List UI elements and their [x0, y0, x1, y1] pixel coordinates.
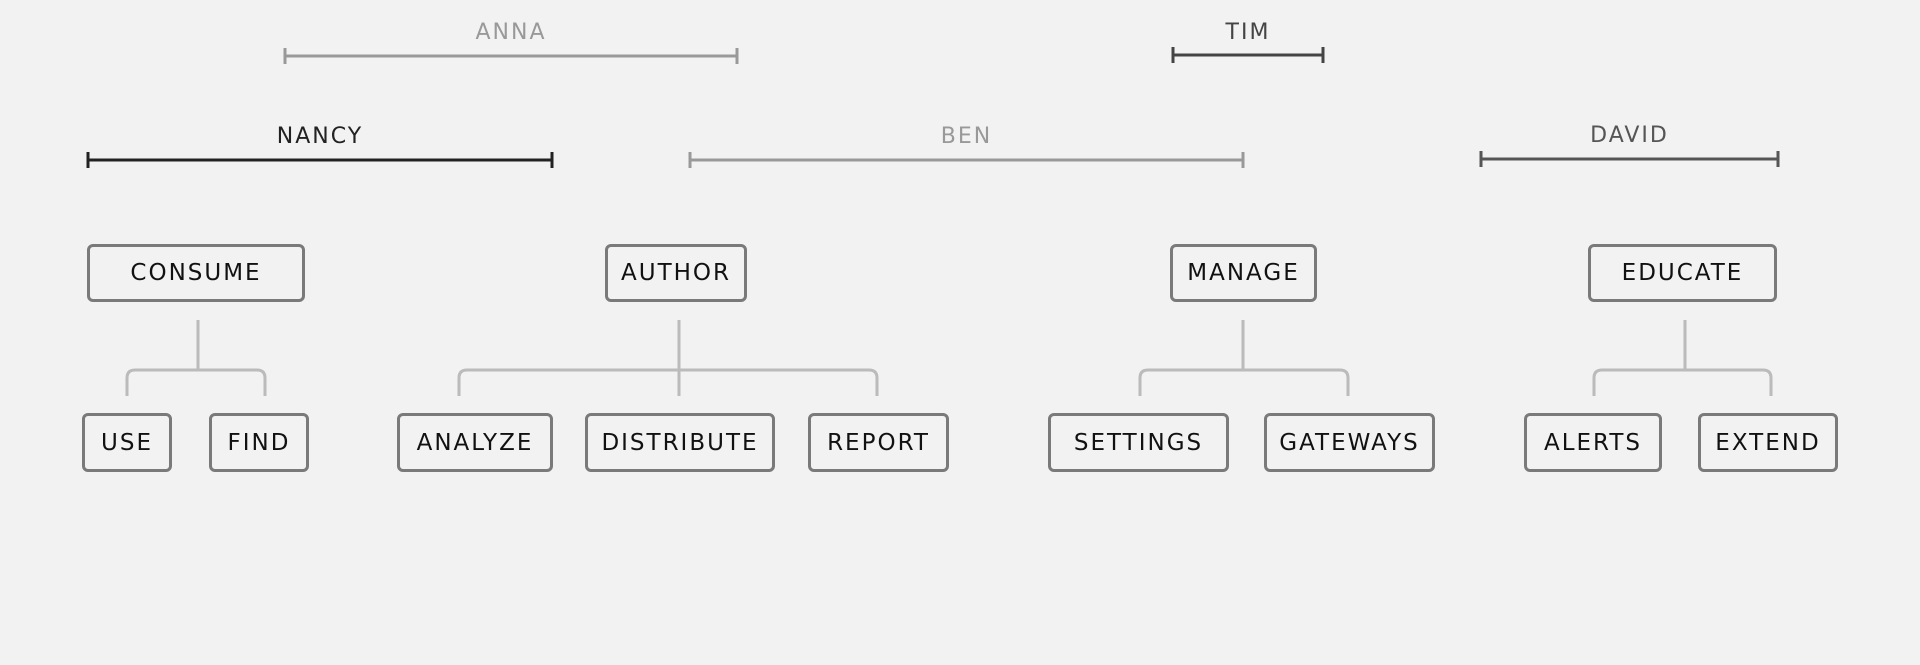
connector-branch-educate: [1592, 368, 1773, 396]
connector-branch-manage: [1138, 368, 1350, 396]
node-gateways: GATEWAYS: [1264, 413, 1435, 472]
node-find: FIND: [209, 413, 309, 472]
node-manage: MANAGE: [1170, 244, 1317, 302]
node-consume: CONSUME: [87, 244, 305, 302]
node-analyze: ANALYZE: [397, 413, 553, 472]
span-label-ben: BEN: [940, 124, 993, 149]
connector-branch-author: [457, 368, 879, 396]
node-educate: EDUCATE: [1588, 244, 1777, 302]
node-author: AUTHOR: [605, 244, 747, 302]
span-label-nancy: NANCY: [276, 124, 364, 149]
node-alerts: ALERTS: [1524, 413, 1662, 472]
span-label-anna: ANNA: [475, 20, 547, 45]
node-settings: SETTINGS: [1048, 413, 1229, 472]
node-distribute: DISTRIBUTE: [585, 413, 775, 472]
span-label-tim: TIM: [1225, 20, 1271, 45]
node-use: USE: [82, 413, 172, 472]
node-extend: EXTEND: [1698, 413, 1838, 472]
connector-branch-consume: [125, 368, 267, 396]
node-report: REPORT: [808, 413, 949, 472]
span-label-david: DAVID: [1590, 123, 1669, 148]
